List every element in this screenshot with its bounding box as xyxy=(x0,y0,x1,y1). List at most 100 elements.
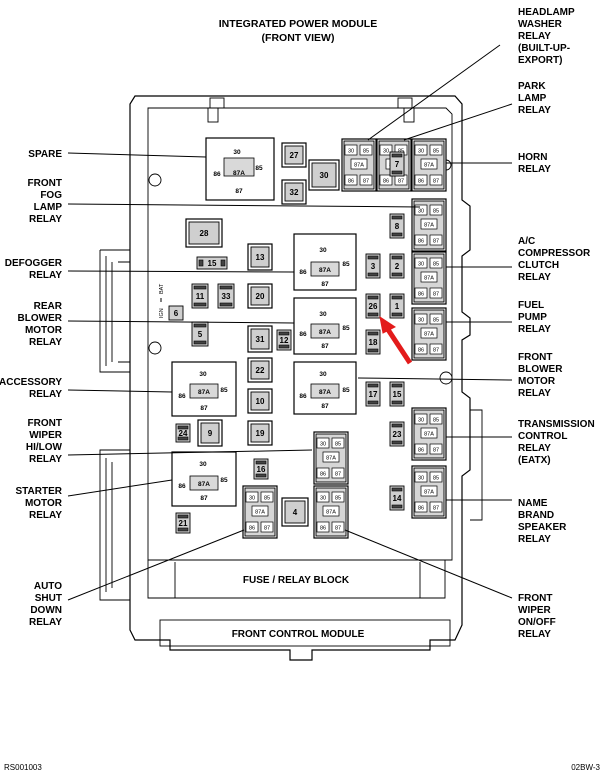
callout-line: CLUTCH xyxy=(518,260,559,271)
pin-87-label: 87 xyxy=(433,448,439,454)
footer-left-code: RS001003 xyxy=(4,763,42,772)
pin-86-label: 86 xyxy=(348,179,354,185)
callout-line: FRONT xyxy=(518,352,552,363)
fuse-31: 31 xyxy=(247,325,273,353)
svg-text:30: 30 xyxy=(319,371,327,378)
callout-line: RELAY xyxy=(29,270,62,281)
fuse-33: 33 xyxy=(217,283,235,309)
callout-line: LAMP xyxy=(518,93,547,104)
svg-text:87: 87 xyxy=(321,403,329,410)
callout-line: BRAND xyxy=(518,510,554,521)
fuse-17: 17 xyxy=(365,381,381,407)
fuse-number: 30 xyxy=(320,171,329,180)
svg-text:85: 85 xyxy=(220,477,228,484)
relay-accessory: 30 86 85 87A 87 xyxy=(171,361,237,417)
fuse-20: 20 xyxy=(247,283,273,309)
svg-text:30: 30 xyxy=(199,371,207,378)
fuse-number: 17 xyxy=(369,390,378,399)
callout-line: RELAY xyxy=(518,534,551,545)
fuse-4: 4 xyxy=(281,497,309,527)
pin-30-label: 30 xyxy=(418,476,424,482)
callout-line: RELAY xyxy=(29,510,62,521)
pin-85-label: 85 xyxy=(335,496,341,502)
svg-text:30: 30 xyxy=(199,461,207,468)
pin-86-label: 86 xyxy=(418,239,424,245)
fuse-21: 21 xyxy=(175,512,191,534)
svg-text:87: 87 xyxy=(321,343,329,350)
callout-line: NAME xyxy=(518,498,548,509)
fuse-number: 3 xyxy=(371,262,376,271)
svg-text:87: 87 xyxy=(200,405,208,412)
relay-front-blower-motor: 30 86 85 87A 87 xyxy=(293,361,357,415)
diagram-title-line2: (FRONT VIEW) xyxy=(262,32,335,44)
fuse-number: 5 xyxy=(198,330,203,339)
pin-86-label: 86 xyxy=(320,526,326,532)
fuse-15: 15 xyxy=(196,256,228,270)
callout-line: RELAY xyxy=(29,337,62,348)
callout-line: EXPORT) xyxy=(518,55,562,66)
footer-right-code: 02BW-3 xyxy=(571,763,600,772)
callout-line: BLOWER xyxy=(518,364,563,375)
svg-text:87A: 87A xyxy=(198,481,210,488)
pin-30-label: 30 xyxy=(383,149,389,155)
callout-line: WIPER xyxy=(518,605,552,616)
pin-30-label: 30 xyxy=(418,318,424,324)
pin-87a-label: 87A xyxy=(424,163,434,169)
fuse-6: 6 xyxy=(168,305,184,321)
pin-87a-label: 87A xyxy=(326,510,336,516)
fuse-number: 23 xyxy=(393,430,402,439)
pin-85-label: 85 xyxy=(433,418,439,424)
pin-85-label: 85 xyxy=(398,149,404,155)
callout-line: RELAY xyxy=(29,214,62,225)
pin-85-label: 85 xyxy=(264,496,270,502)
fuse-number: 32 xyxy=(290,188,299,197)
callout-line: AUTO xyxy=(34,581,62,592)
callout-line: TRANSMISSION xyxy=(518,419,595,430)
relay-starter-motor: 30 86 85 87A 87 xyxy=(171,451,237,507)
pin-86-label: 86 xyxy=(418,448,424,454)
callout-line: FOG xyxy=(40,190,62,201)
callout-line: RELAY xyxy=(518,164,551,175)
pin-87-label: 87 xyxy=(433,348,439,354)
callout-line: DEFOGGER xyxy=(5,258,63,269)
callout-line: RELAY xyxy=(518,105,551,116)
svg-text:86: 86 xyxy=(178,483,186,490)
pin-87-label: 87 xyxy=(433,292,439,298)
fuse-27: 27 xyxy=(281,142,307,168)
pin-87-label: 87 xyxy=(433,239,439,245)
fuse-12: 12 xyxy=(276,329,292,351)
pin-86-label: 86 xyxy=(418,179,424,185)
fuse-number: 31 xyxy=(256,335,265,344)
callout-line: FRONT xyxy=(28,178,62,189)
right-callout-labels: HEADLAMPWASHERRELAY(BUILT-UP-EXPORT)PARK… xyxy=(518,7,595,640)
pin-87-label: 87 xyxy=(398,179,404,185)
fuse-9: 9 xyxy=(197,419,223,447)
callout-line: RELAY xyxy=(518,31,551,42)
front-control-module-label: FRONT CONTROL MODULE xyxy=(232,629,365,640)
callout-line: RELAY xyxy=(518,272,551,283)
pin-87a-label: 87A xyxy=(424,432,434,438)
callout-line: FRONT xyxy=(28,418,62,429)
callout-line: RELAY xyxy=(29,617,62,628)
callout-line: WASHER xyxy=(518,19,563,30)
fuse-number: 19 xyxy=(256,429,265,438)
relay-defogger: 30 86 85 87A 87 xyxy=(293,233,357,291)
callout-line: (BUILT-UP- xyxy=(518,43,570,54)
pin-85-label: 85 xyxy=(433,209,439,215)
callout-line: DOWN xyxy=(30,605,62,616)
fuse-number: 24 xyxy=(179,429,188,438)
fuse-number: 7 xyxy=(395,160,400,169)
pin-30-label: 30 xyxy=(348,149,354,155)
pin-87-label: 87 xyxy=(433,506,439,512)
pin-30-label: 30 xyxy=(418,418,424,424)
fuse-14: 14 xyxy=(389,485,405,511)
pin-87-label: 87 xyxy=(433,179,439,185)
callout-line: HORN xyxy=(518,152,547,163)
